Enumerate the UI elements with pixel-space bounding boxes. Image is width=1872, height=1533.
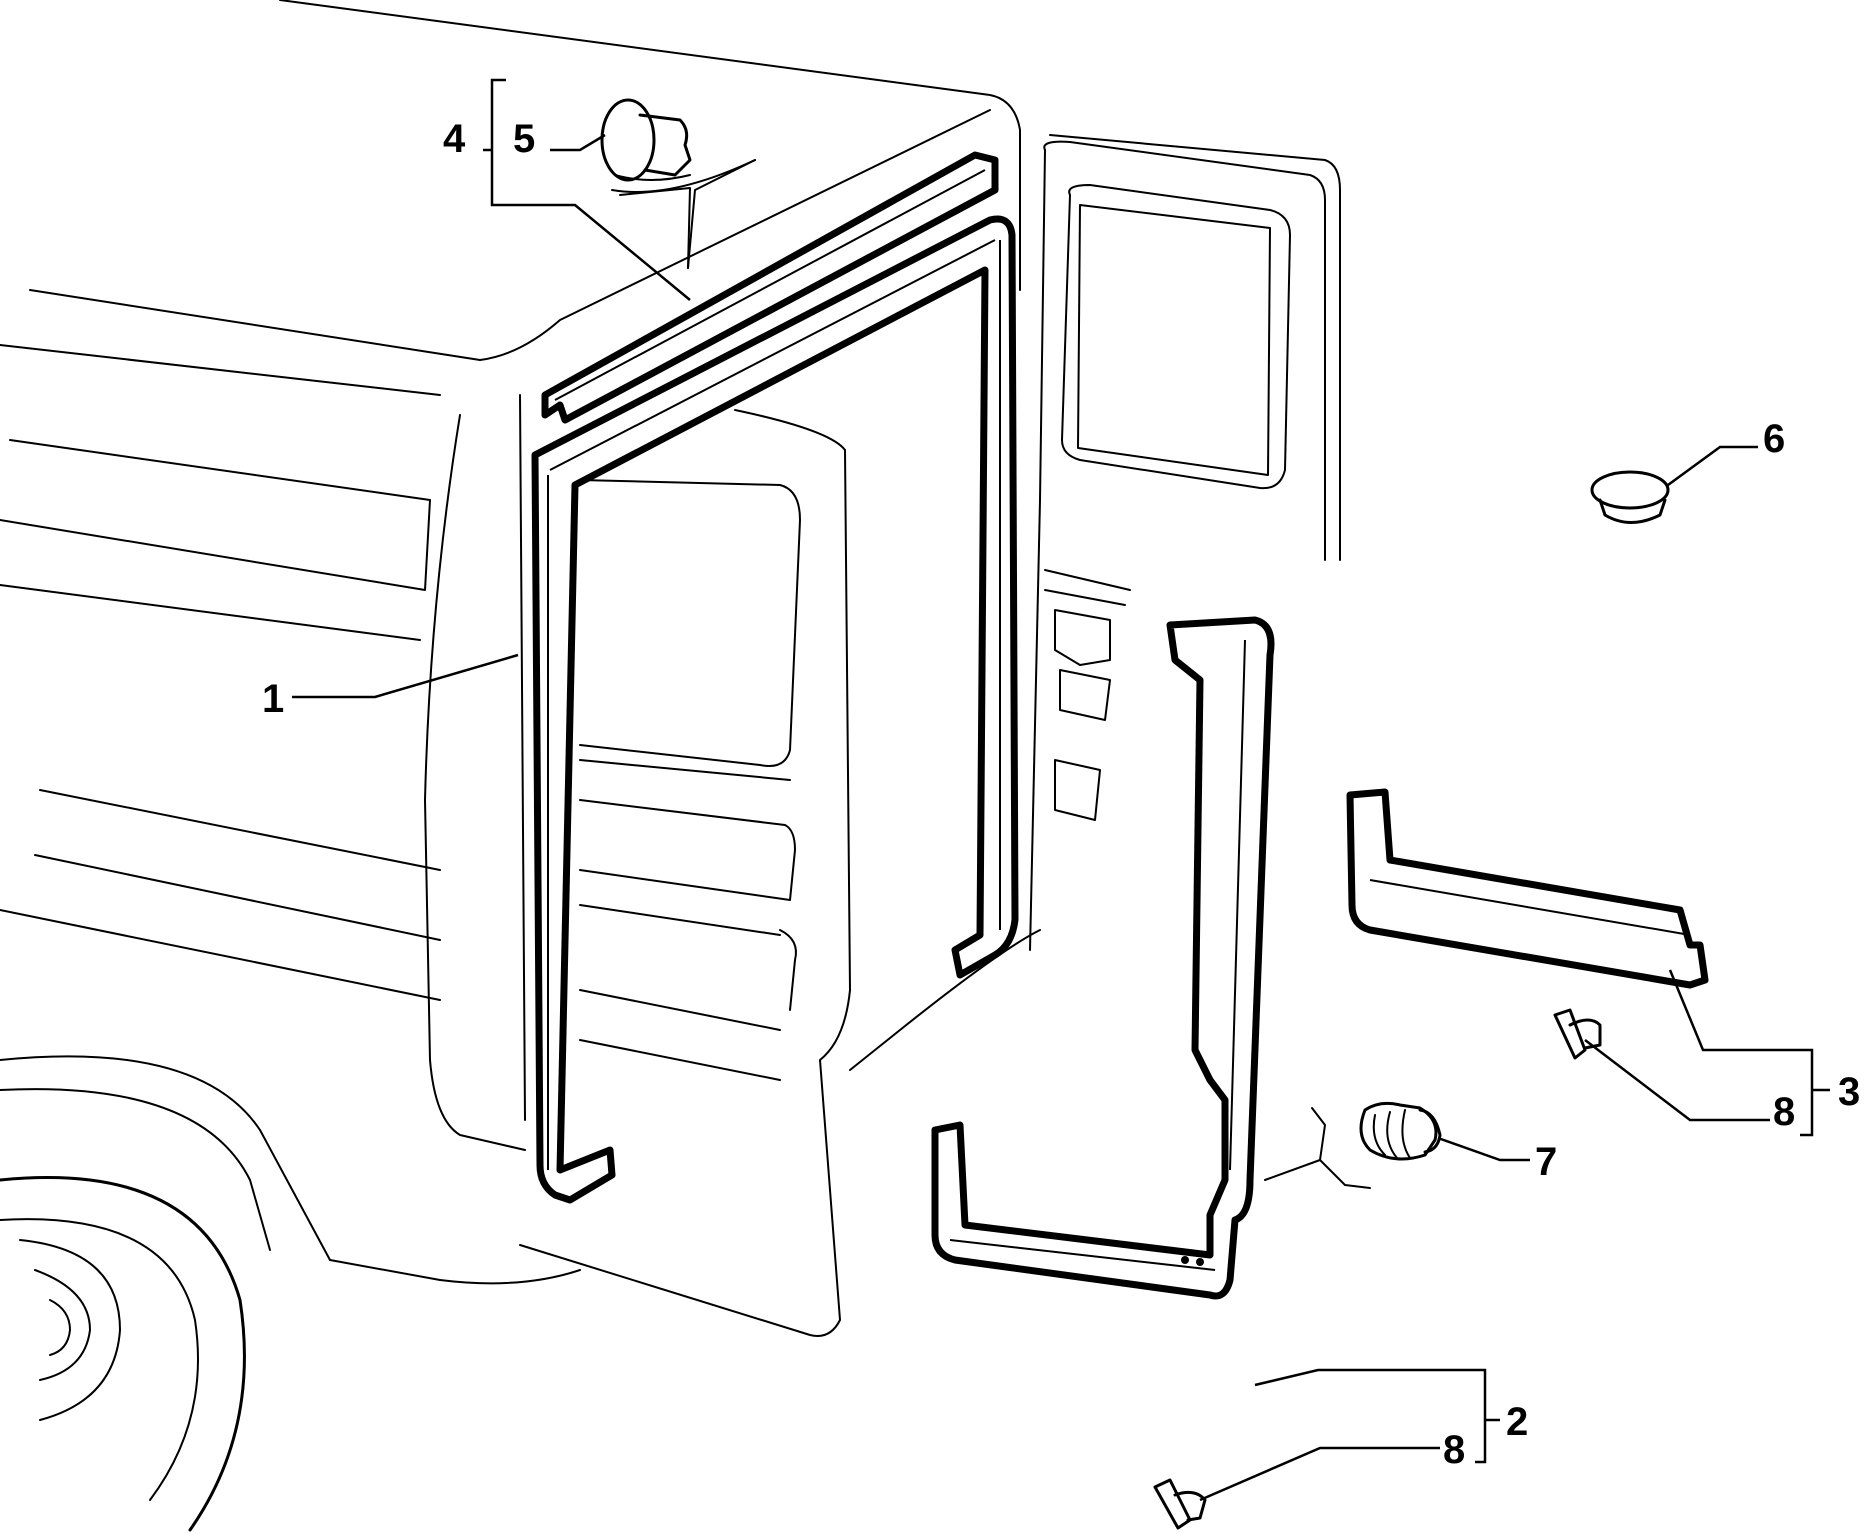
callout-5: 5: [513, 117, 535, 161]
lower-pillar-seal-part-2: [931, 616, 1275, 1300]
rear-wheel: [0, 1176, 246, 1532]
callout-3: 3: [1838, 1070, 1860, 1114]
callout-8-upper: 8: [1773, 1090, 1795, 1134]
leader-lines: [292, 78, 1830, 1502]
callout-2: 2: [1506, 1400, 1528, 1444]
threshold-seal-part-3: [1346, 788, 1709, 989]
callout-8-lower: 8: [1443, 1428, 1465, 1472]
door-frame-seal-part-1: [531, 215, 1019, 1204]
callout-7: 7: [1535, 1140, 1557, 1184]
van-body: [0, 0, 1341, 1532]
callout-4: 4: [443, 117, 466, 161]
screw-part-8-upper: [1553, 1008, 1602, 1060]
callout-6: 6: [1763, 417, 1785, 461]
rubber-plug-part-6: [1590, 470, 1670, 524]
open-right-door: [849, 134, 1341, 1071]
push-clip-part-5: [600, 98, 756, 193]
screw-part-8-lower: [1153, 1478, 1207, 1530]
callout-1: 1: [262, 677, 284, 721]
callout-labels: 1 2 3 4 5 6 7 8 8: [262, 117, 1860, 1472]
grommet-part-7: [1359, 1101, 1442, 1161]
open-left-door: [519, 409, 851, 1337]
upper-header-seal-part-4: [541, 151, 999, 424]
